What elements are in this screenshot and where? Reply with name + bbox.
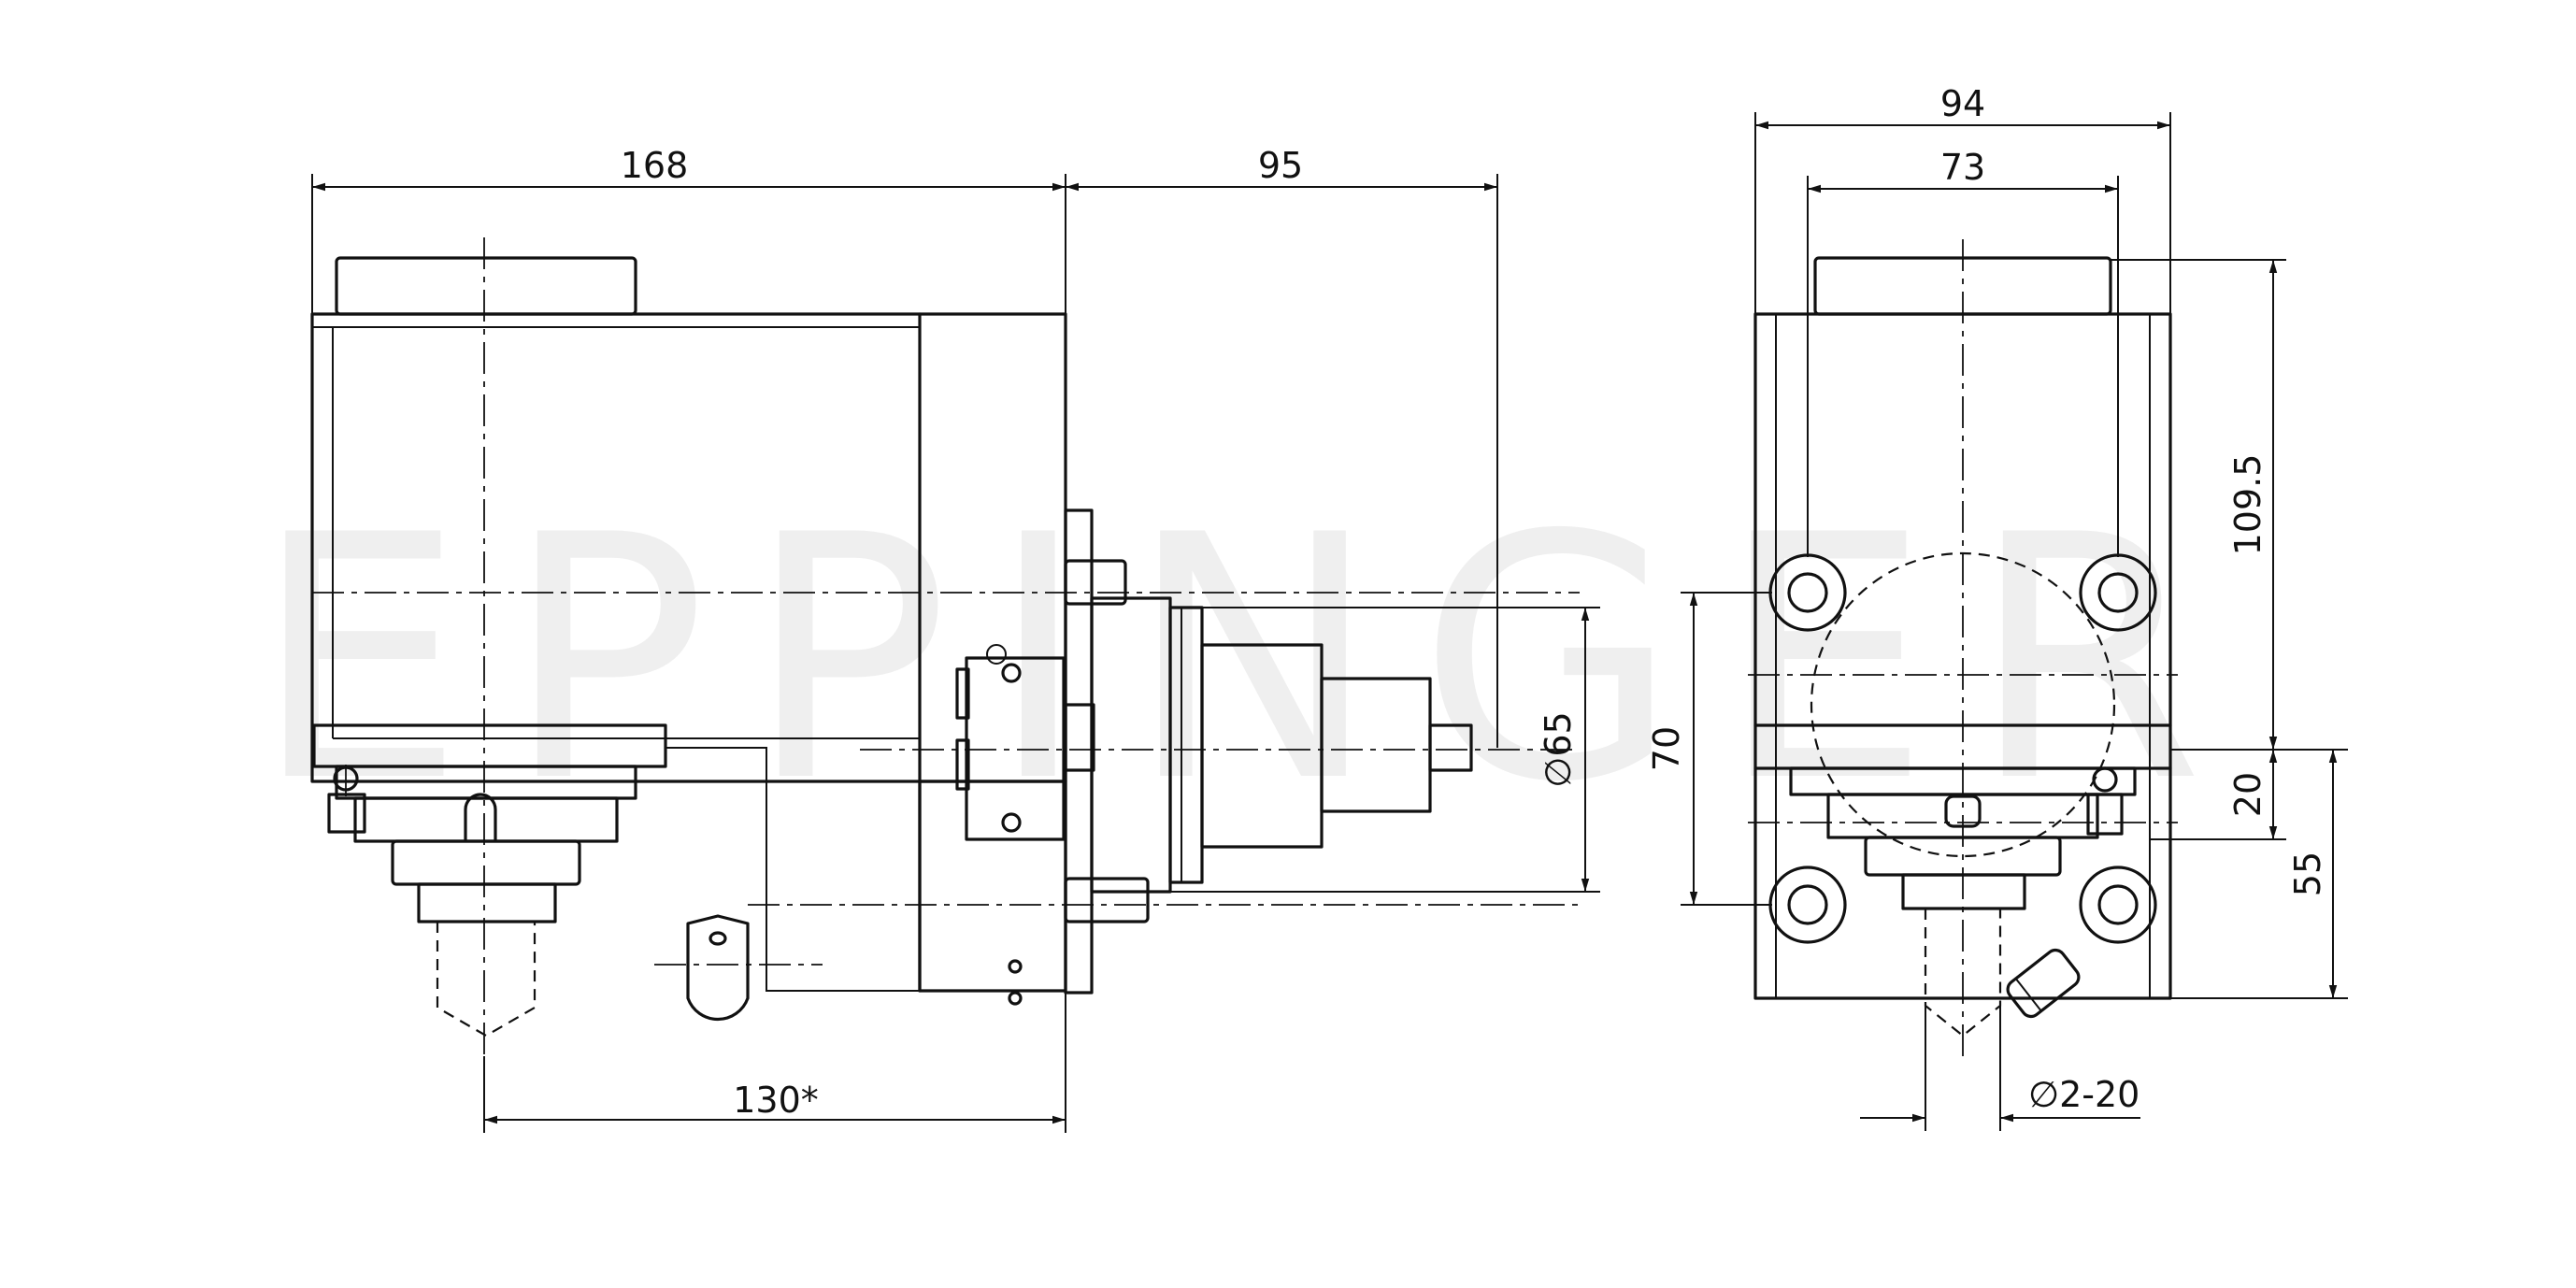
dim-diameter-65: ∅65 (1538, 711, 1579, 787)
front-coolant-fitting-icon (2006, 948, 2081, 1019)
dim-collet-range: ∅2-20 (2028, 1074, 2140, 1115)
pin-icon (464, 793, 497, 841)
bolt-icon (2079, 866, 2157, 944)
front-dimensions: 94 73 109.5 20 55 70 ∅2-20 (1646, 83, 2348, 1131)
clamp-box (965, 656, 1066, 841)
bolt-icon (1768, 866, 1847, 944)
dim-20: 20 (2227, 772, 2268, 817)
dim-70: 70 (1646, 726, 1687, 771)
side-view (310, 237, 1580, 1056)
dim-73: 73 (1940, 147, 1985, 188)
dim-130: 130* (733, 1080, 819, 1121)
watermark-logo: EPPINGER (252, 464, 2243, 855)
dim-55: 55 (2287, 852, 2328, 896)
top-cap (335, 256, 637, 316)
dim-94: 94 (1940, 83, 1985, 124)
front-view (1748, 239, 2178, 1056)
coolant-fitting-icon (686, 914, 750, 1022)
dim-109-5: 109.5 (2227, 454, 2268, 556)
spindle-shaft (1428, 723, 1473, 772)
front-set-screw-icon (2092, 766, 2118, 793)
side-dimensions: 168 95 ∅65 130* (311, 145, 1600, 1133)
dim-95: 95 (1258, 145, 1303, 186)
dim-168: 168 (621, 145, 689, 186)
